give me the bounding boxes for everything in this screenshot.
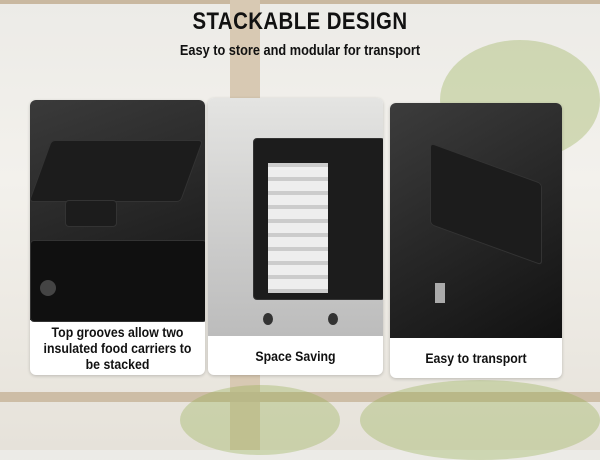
product-photo-easy-transport xyxy=(390,103,562,338)
panel-caption: Space Saving xyxy=(255,347,336,364)
page-subtitle: Easy to store and modular for transport xyxy=(179,42,421,59)
panel-caption: Easy to transport xyxy=(425,350,527,366)
panel-space-saving: Space Saving xyxy=(208,98,383,375)
product-photo-space-saving xyxy=(208,98,383,336)
panel-caption: Top grooves allow two insulated food car… xyxy=(43,323,192,372)
panel-top-grooves: Top grooves allow two insulated food car… xyxy=(30,100,205,375)
page-title: STACKABLE DESIGN xyxy=(192,8,408,35)
panel-easy-transport: Easy to transport xyxy=(390,103,562,378)
product-photo-top-grooves xyxy=(30,100,205,322)
